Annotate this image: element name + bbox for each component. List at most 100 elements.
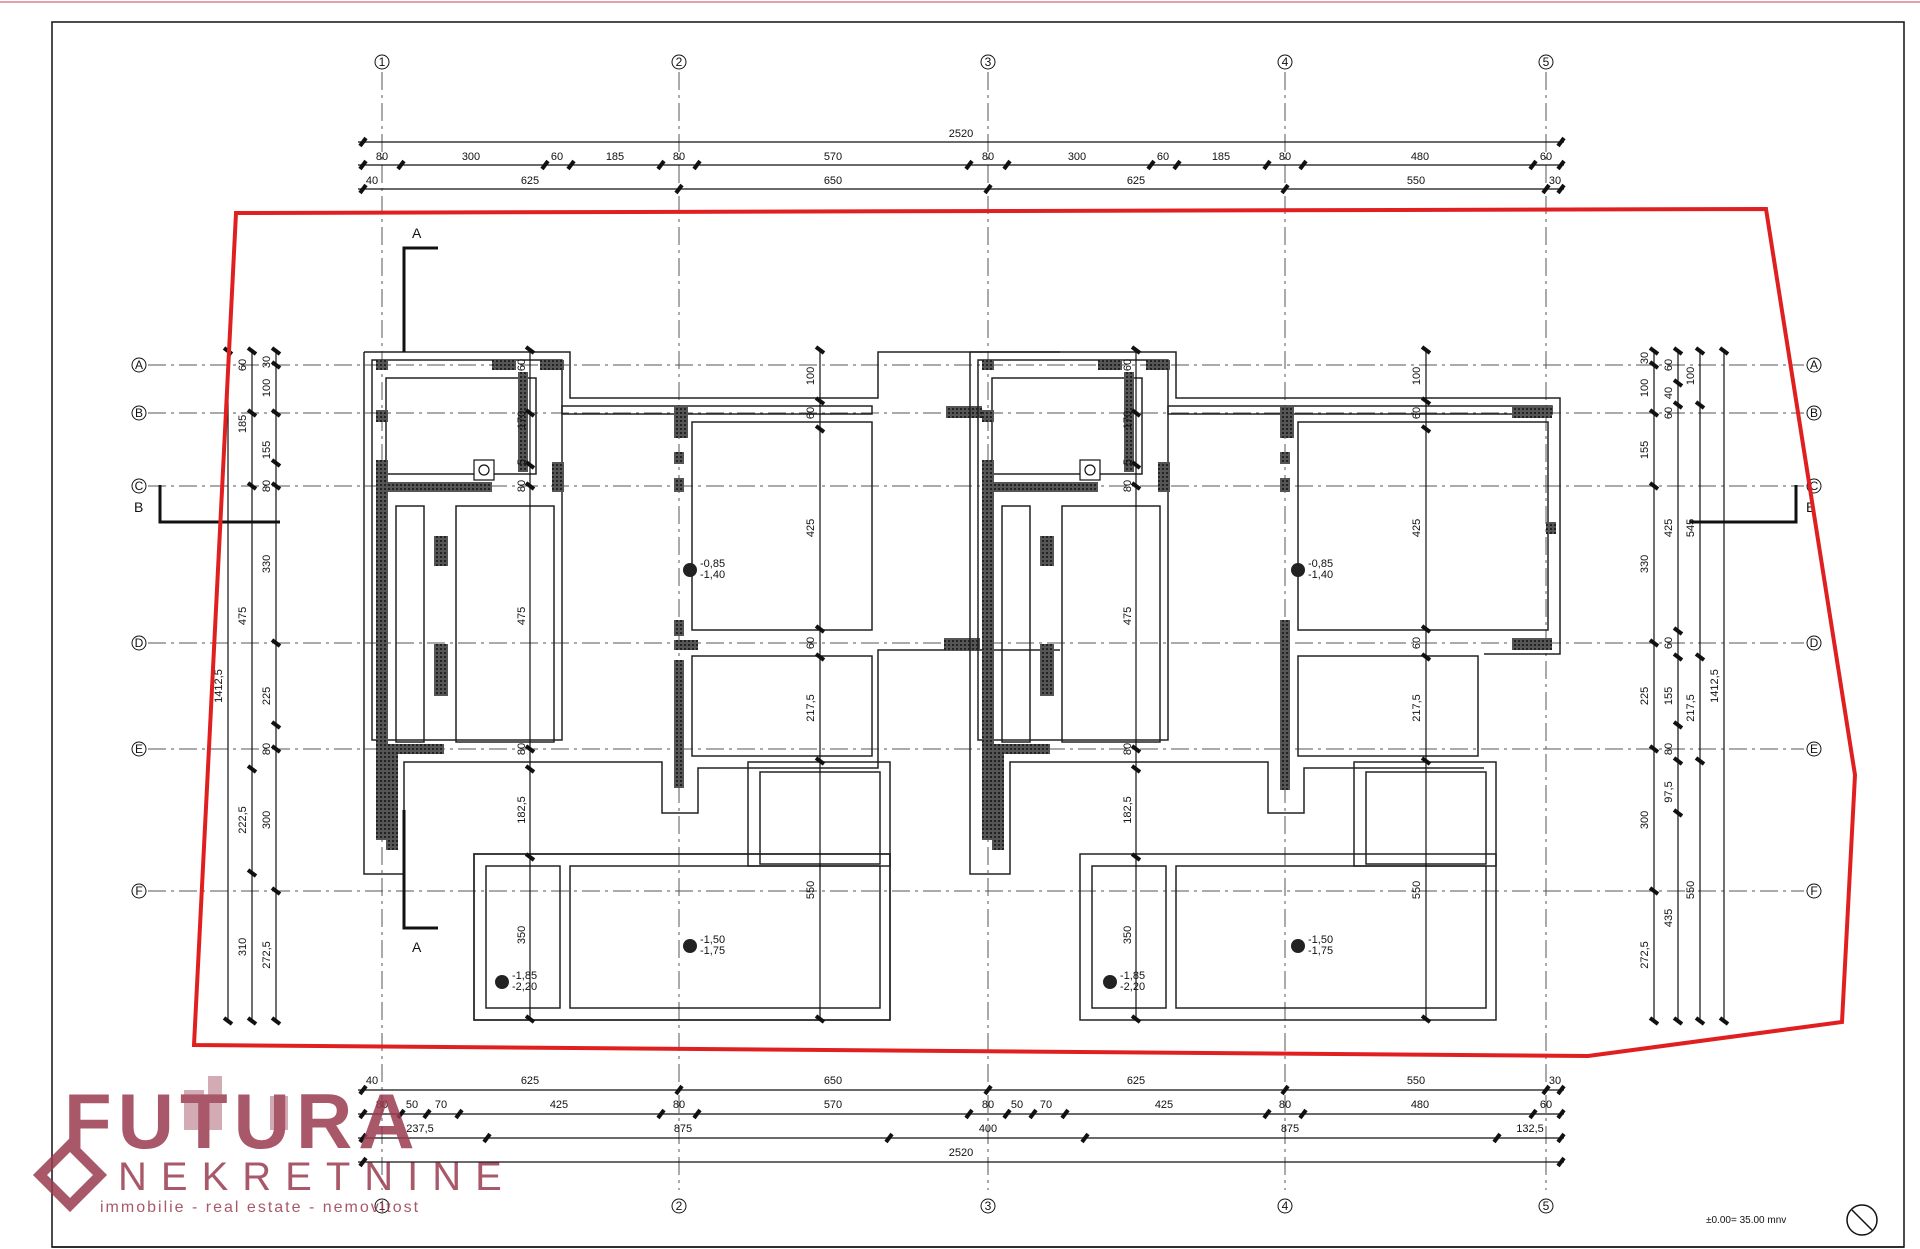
svg-text:-1,50: -1,50	[700, 934, 725, 946]
dimension-label: 625	[521, 175, 539, 187]
svg-text:A: A	[1810, 358, 1818, 372]
dimension-label: 60	[237, 359, 249, 371]
plot-boundary	[191, 206, 1858, 1059]
column-symbols	[473, 459, 1101, 481]
dimension-label: 70	[435, 1099, 447, 1111]
dimension-label: 650	[824, 175, 842, 187]
dimension-label: 132,5	[1516, 1123, 1544, 1135]
dimension-label: 100	[805, 367, 817, 385]
dimension-label: 310	[237, 938, 249, 956]
dimension-label: 185	[237, 415, 249, 433]
dimension-label: 60	[1663, 407, 1675, 419]
grid-row-marker: C	[131, 478, 147, 494]
dimension-label: 2520	[949, 1147, 973, 1159]
grid-column-marker: 1	[374, 1198, 390, 1214]
dimension-label: 70	[1040, 1099, 1052, 1111]
dimension-label: 480	[1411, 151, 1429, 163]
svg-text:-1,40: -1,40	[700, 569, 725, 581]
svg-text:F: F	[135, 884, 142, 898]
bottom-dimensions: 40 625 650 625 550 30 80 50 70 425 80 57…	[358, 1075, 1566, 1168]
north-arrow-icon	[1846, 1204, 1878, 1236]
dimension-label: 300	[261, 811, 273, 829]
level-marker: -1,50-1,75	[1291, 934, 1333, 957]
svg-text:-1,75: -1,75	[700, 945, 725, 957]
grid-row-marker: A	[131, 357, 147, 373]
svg-text:C: C	[135, 479, 144, 493]
dimension-label: 875	[1281, 1123, 1299, 1135]
dimension-label: 425	[1411, 519, 1423, 537]
svg-text:5: 5	[1543, 55, 1550, 69]
dimension-label: 217,5	[805, 694, 817, 722]
row-markers-left: A B C D E F	[131, 357, 147, 899]
dimension-label: 60	[1663, 637, 1675, 649]
level-marker: -1,85-2,20	[1103, 970, 1145, 993]
dimension-label: 100	[261, 379, 273, 397]
dimension-label: 550	[1411, 881, 1423, 899]
logo-diamond-icon	[32, 1137, 108, 1213]
dimension-label: 30	[1549, 175, 1561, 187]
dimension-label: 570	[824, 1099, 842, 1111]
grid-column-marker: 3	[980, 54, 996, 70]
dimension-label: 217,5	[1411, 694, 1423, 722]
svg-text:2: 2	[676, 55, 683, 69]
dimension-label: 50	[406, 1099, 418, 1111]
section-markers	[158, 246, 1798, 930]
svg-text:-1,85: -1,85	[1120, 970, 1145, 982]
svg-text:-2,20: -2,20	[1120, 981, 1145, 993]
level-marker: -0,85-1,40	[683, 558, 725, 581]
column-markers-top: 1 2 3 4 5	[374, 54, 1554, 70]
dimension-label: 475	[1122, 607, 1134, 625]
dimension-label: 30	[1639, 352, 1651, 364]
elevation-note: ±0.00= 35.00 mnv	[1706, 1215, 1786, 1226]
grid-column-marker: 1	[374, 54, 390, 70]
dimension-label: 625	[1127, 175, 1145, 187]
dimension-label: 550	[1407, 1075, 1425, 1087]
dimension-label: 80	[1122, 480, 1134, 492]
dimension-label: 185	[1212, 151, 1230, 163]
dimension-label: 5	[516, 459, 528, 465]
building-unit-2-walls	[982, 360, 1556, 850]
svg-text:3: 3	[985, 55, 992, 69]
dimension-label: 550	[805, 881, 817, 899]
grid-column-marker: 2	[671, 54, 687, 70]
dimension-label: 350	[516, 926, 528, 944]
grid-row-marker: B	[131, 405, 147, 421]
section-label: B	[134, 499, 143, 515]
dimension-label: 155	[261, 441, 273, 459]
svg-text:F: F	[1810, 884, 1817, 898]
dimension-label: 80	[673, 1099, 685, 1111]
dimension-label: 550	[1407, 175, 1425, 187]
level-marker: -0,85-1,40	[1291, 558, 1333, 581]
dimension-label: 80	[1279, 1099, 1291, 1111]
section-label: B	[1806, 499, 1815, 515]
inner-dimensions-unit-1: 60 170 5 80 475 80 182,5 350 100 60 425 …	[516, 345, 826, 1024]
dimension-label: 480	[1411, 1099, 1429, 1111]
svg-text:B: B	[1810, 406, 1818, 420]
dimension-label: 50	[1011, 1099, 1023, 1111]
row-markers-right: A B C D E F	[1806, 357, 1822, 899]
svg-text:1: 1	[379, 55, 386, 69]
dimension-label: 330	[1639, 555, 1651, 573]
dimension-label: 60	[1663, 359, 1675, 371]
dimension-label: 80	[1122, 743, 1134, 755]
dimension-label: 80	[261, 480, 273, 492]
grid-row-marker: A	[1806, 357, 1822, 373]
grid-row-marker: E	[131, 741, 147, 757]
dimension-label: 182,5	[516, 796, 528, 824]
dimension-label: 60	[1411, 637, 1423, 649]
dimension-label: 80	[982, 151, 994, 163]
dimension-label: 60	[516, 359, 528, 371]
dimension-label: 1412,5	[1709, 669, 1721, 703]
left-dimensions: 1412,5 60 185 475 222,5 310 30 100 155 8…	[213, 346, 282, 1026]
svg-text:-2,20: -2,20	[512, 981, 537, 993]
dimension-label: 225	[261, 687, 273, 705]
level-marker: -1,85-2,20	[495, 970, 537, 993]
dimension-label: 272,5	[1639, 941, 1651, 969]
section-label: A	[412, 225, 422, 241]
dimension-label: 300	[462, 151, 480, 163]
dimension-label: 300	[1639, 811, 1651, 829]
dimension-label: 425	[805, 519, 817, 537]
svg-text:-0,85: -0,85	[1308, 558, 1333, 570]
dimension-label: 80	[261, 743, 273, 755]
dimension-label: 80	[376, 151, 388, 163]
